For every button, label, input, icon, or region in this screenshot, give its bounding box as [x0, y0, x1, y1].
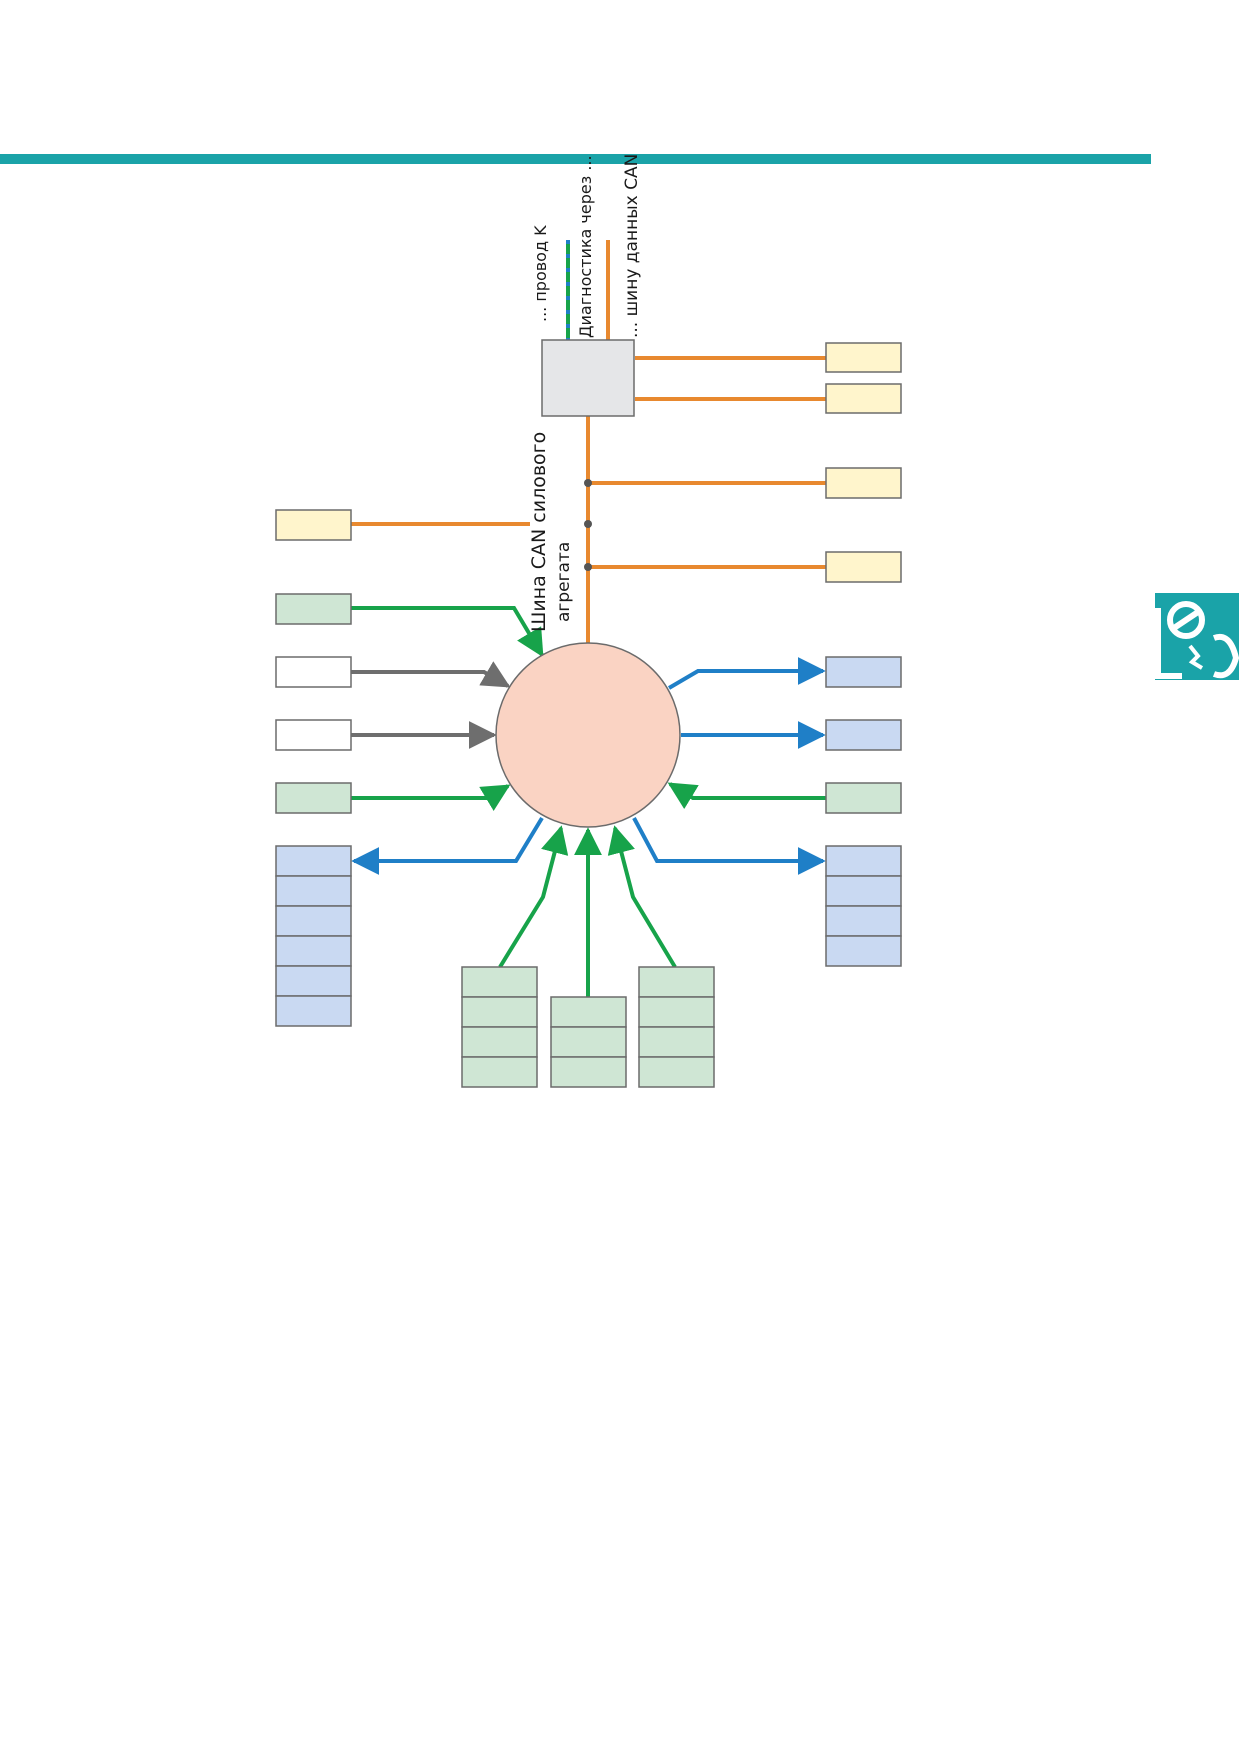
side-tab: [1155, 593, 1239, 680]
signal-box: [275, 719, 352, 751]
actuator-box: [825, 719, 902, 751]
actuator-box: [825, 656, 902, 688]
signal-arrow: [498, 825, 569, 969]
sensor-stack-bottom-center: [550, 996, 627, 1088]
diagnostic-gateway: [541, 339, 635, 417]
sensor-box: [275, 593, 352, 625]
actuator-stack-left: [275, 845, 352, 1027]
signal-box: [275, 656, 352, 688]
powertrain-bus-label-2: агрегата: [554, 541, 574, 622]
diagnostics-label: Диагностика через ...: [576, 155, 595, 338]
signal-arrow: [632, 817, 826, 875]
bus-junction: [584, 520, 592, 528]
powertrain-bus-label: Шина CAN силового: [528, 431, 550, 632]
signal-arrow: [351, 661, 511, 688]
sensor-stack-bottom-right: [638, 966, 715, 1088]
signal-arrow: [351, 606, 544, 658]
engine-control-unit: [495, 642, 681, 828]
k-wire-label: ... провод K: [531, 225, 550, 322]
signal-arrow: [351, 816, 544, 875]
can-bus-diag-label: ... шину данных CAN: [622, 153, 642, 338]
header-stripe: [0, 154, 1151, 164]
can-node-box: [825, 383, 902, 414]
actuator-stack-right: [825, 845, 902, 967]
sensor-box: [825, 782, 902, 814]
sensor-box: [275, 782, 352, 814]
steering-wheel-icon: [1155, 601, 1239, 679]
signal-arrow: [667, 782, 826, 810]
signal-arrow: [667, 657, 826, 690]
can-node-box: [825, 467, 902, 499]
signal-arrow: [351, 784, 511, 811]
signal-arrow: [607, 825, 677, 969]
sensor-stack-bottom-left: [461, 966, 538, 1088]
can-node-box: [825, 342, 902, 373]
can-node-box: [825, 551, 902, 583]
can-node-box: [275, 509, 352, 541]
bus-junction: [584, 563, 592, 571]
bus-junction: [584, 479, 592, 487]
